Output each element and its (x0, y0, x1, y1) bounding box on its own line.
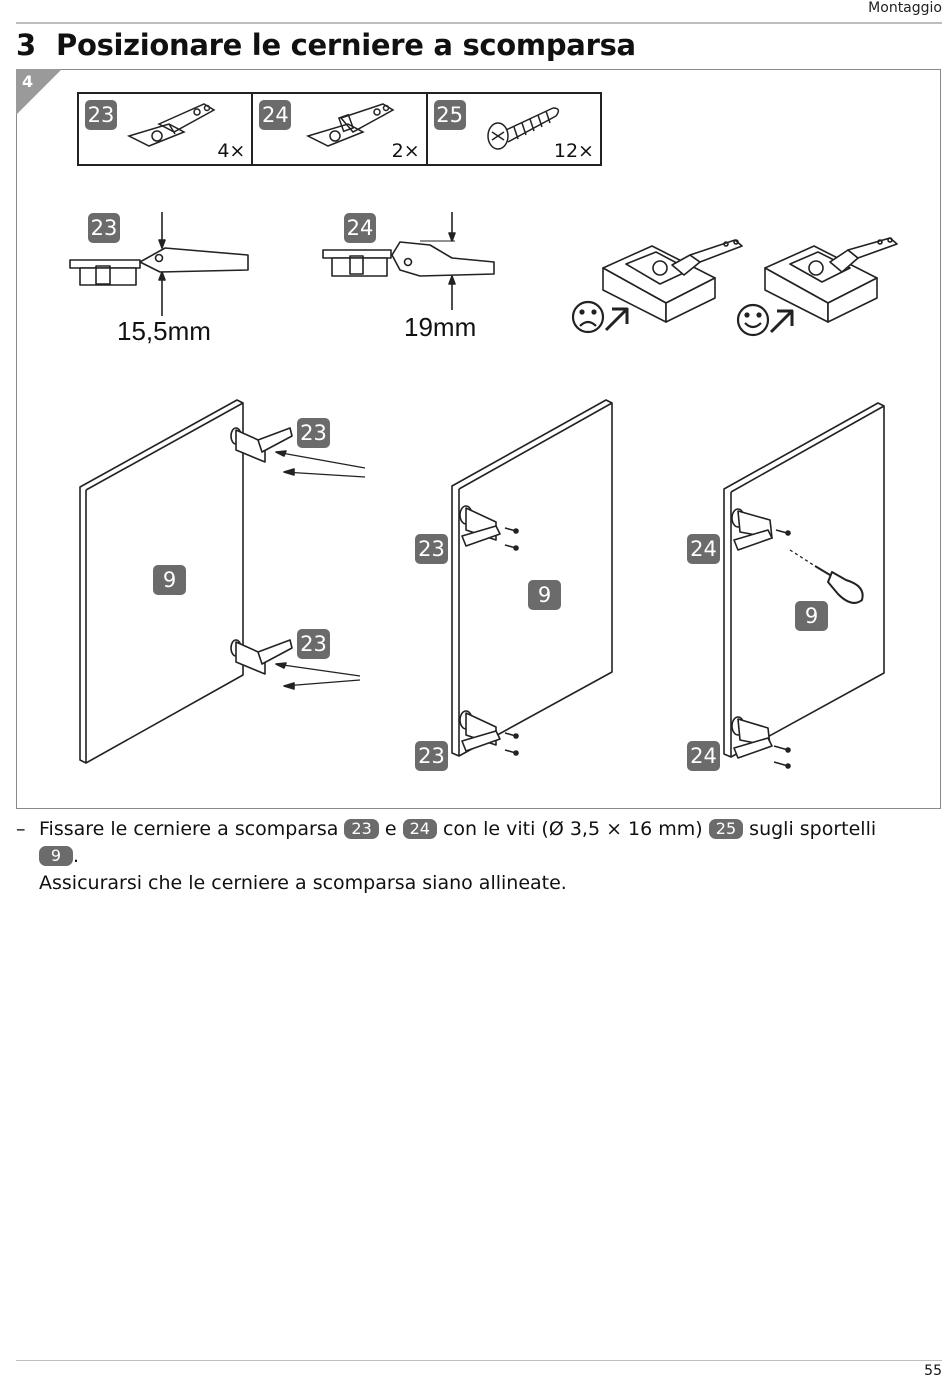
dimension-24: 19mm (404, 312, 477, 342)
footer-rule (16, 1360, 942, 1361)
hinge-23-label: 23 (88, 213, 120, 243)
hinge-wrong-position (602, 239, 743, 323)
part-qty: 2× (391, 140, 420, 162)
panel-b-door-label: 9 (528, 580, 561, 610)
part-qty: 4× (217, 140, 246, 162)
section-title: 3 Posizionare le cerniere a scomparsa (16, 28, 636, 62)
part-cell-24: 24 2× (253, 94, 428, 164)
header-rule (16, 22, 942, 24)
hinge-correct-position (764, 237, 898, 323)
instruction-part-4: sugli sportelli (749, 818, 877, 840)
smiley-face-icon (736, 303, 794, 337)
panel-b-top-hinge-label: 23 (415, 534, 448, 564)
hinge-icon (126, 103, 216, 147)
step-number: 4 (22, 72, 34, 91)
ref-badge-23: 23 (344, 819, 379, 839)
part-cell-25: 25 12× (428, 94, 600, 164)
hinge-23-side-view (69, 212, 249, 316)
part-cell-23: 23 4× (79, 94, 254, 164)
panel-c-bottom-hinge-label: 24 (687, 741, 720, 771)
hinge-bottom-a (230, 639, 361, 690)
instruction-line-2: Assicurarsi che le cerniere a scomparsa … (39, 872, 567, 894)
instruction-part-2: e (384, 818, 397, 840)
door-panel-b (451, 399, 613, 757)
instruction-part-1: Fissare le cerniere a scomparsa (39, 818, 339, 840)
part-badge: 24 (259, 100, 292, 130)
hinge-top-c (731, 508, 791, 551)
hinge-24-side-view (322, 212, 495, 310)
page-number: 55 (924, 1363, 942, 1379)
step-corner (16, 69, 62, 115)
door-panel-c (723, 402, 885, 769)
panel-a-bottom-hinge-label: 23 (297, 629, 330, 659)
part-qty: 12× (553, 140, 594, 162)
screwdriver-icon (789, 549, 864, 604)
section-number: 3 (16, 28, 36, 62)
hinge-bottom-b (459, 710, 519, 756)
panel-a-top-hinge-label: 23 (297, 418, 330, 448)
section-label: Montaggio (868, 0, 942, 16)
panel-b-bottom-hinge-label: 23 (415, 741, 448, 771)
hinge-top-a (230, 427, 366, 478)
hinge-icon (306, 103, 395, 147)
screw-icon (486, 107, 559, 150)
ref-badge-25: 25 (708, 819, 744, 839)
part-badge: 25 (433, 100, 466, 130)
dimension-23: 15,5mm (117, 316, 211, 346)
figure-frame (16, 69, 941, 809)
parts-table: 23 4× 24 2× 25 (77, 92, 602, 166)
ref-badge-9: 9 (39, 846, 73, 866)
instruction-body: Fissare le cerniere a scomparsa 23 e 24 … (39, 816, 916, 897)
ref-badge-24: 24 (402, 819, 437, 839)
hinge-24-label: 24 (344, 213, 376, 243)
part-badge: 23 (85, 100, 117, 130)
instruction-text: – Fissare le cerniere a scomparsa 23 e 2… (16, 816, 916, 897)
panel-a-door-label: 9 (153, 565, 186, 595)
hinge-bottom-c (731, 716, 791, 769)
list-dash: – (16, 818, 26, 840)
panel-c-door-label: 9 (795, 601, 828, 631)
panel-c-top-hinge-label: 24 (687, 534, 720, 564)
hinge-top-b (459, 505, 519, 551)
door-panel-a (79, 399, 366, 764)
section-title-text: Posizionare le cerniere a scomparsa (56, 28, 636, 62)
instruction-part-3: con le viti (Ø 3,5 × 16 mm) (442, 818, 703, 840)
sad-face-icon (571, 300, 629, 334)
instruction-period: . (73, 845, 80, 867)
